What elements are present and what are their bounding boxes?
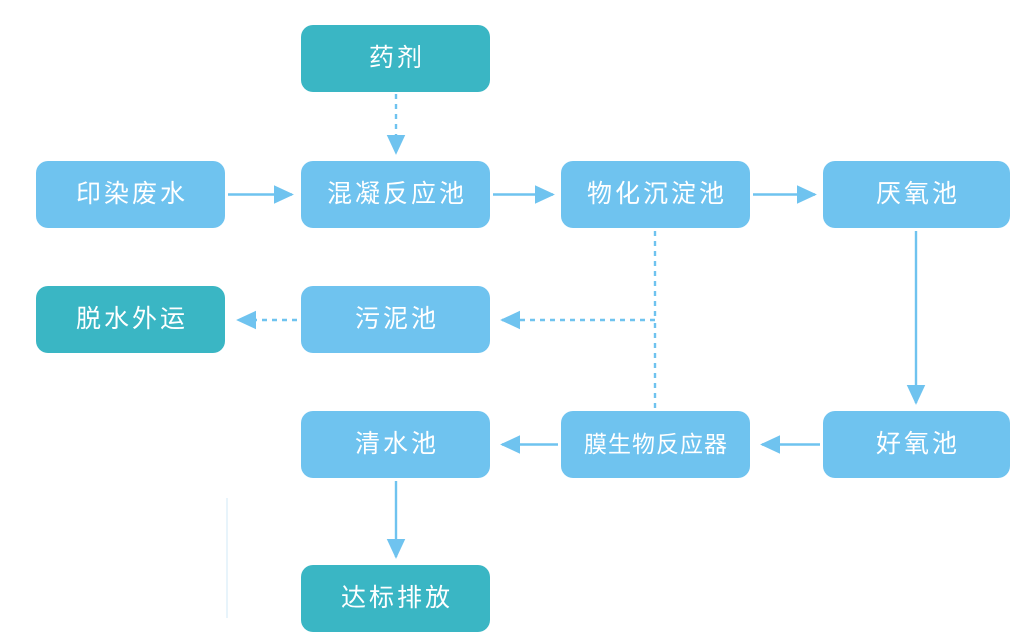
node-compliant-discharge[interactable]: 达标排放: [301, 565, 490, 632]
node-label: 达标排放: [340, 584, 453, 612]
node-label: 污泥池: [354, 305, 439, 333]
node-coagulation-tank[interactable]: 混凝反应池: [301, 161, 490, 228]
node-physicochemical-sedimentation-tank[interactable]: 物化沉淀池: [561, 161, 750, 228]
node-label: 物化沉淀池: [586, 180, 727, 208]
node-membrane-bioreactor[interactable]: 膜生物反应器: [561, 411, 750, 478]
node-label: 厌氧池: [875, 180, 960, 208]
node-label: 好氧池: [875, 430, 960, 458]
node-sludge-tank[interactable]: 污泥池: [301, 286, 490, 353]
node-label: 膜生物反应器: [584, 431, 728, 457]
node-label: 脱水外运: [75, 305, 188, 333]
node-aerobic-tank[interactable]: 好氧池: [823, 411, 1010, 478]
node-label: 印染废水: [75, 180, 188, 208]
node-dewatering-transport[interactable]: 脱水外运: [36, 286, 225, 353]
node-label: 清水池: [354, 430, 439, 458]
node-anaerobic-tank[interactable]: 厌氧池: [823, 161, 1010, 228]
background-line-artifact: [226, 498, 228, 618]
node-label: 药剂: [368, 44, 425, 72]
node-label: 混凝反应池: [326, 180, 467, 208]
node-clean-water-tank[interactable]: 清水池: [301, 411, 490, 478]
node-influent[interactable]: 印染废水: [36, 161, 225, 228]
node-reagent[interactable]: 药剂: [301, 25, 490, 92]
